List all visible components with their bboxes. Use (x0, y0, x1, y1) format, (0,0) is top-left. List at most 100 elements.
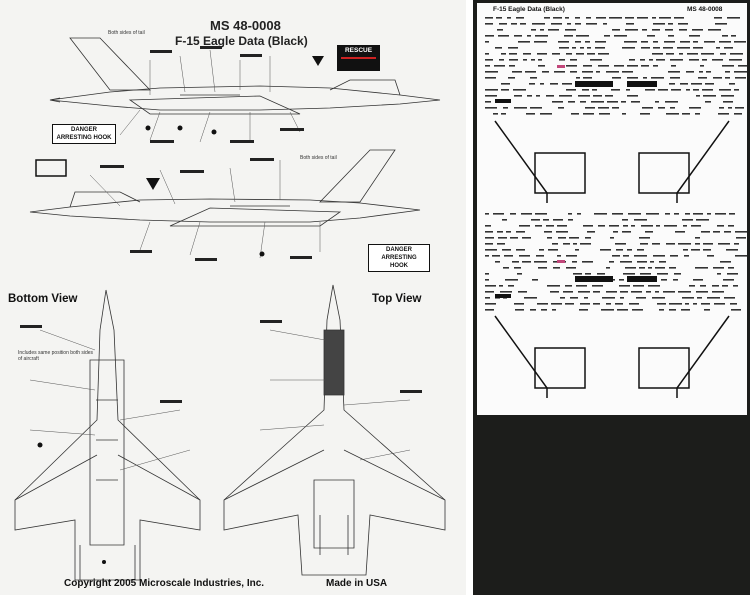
decal-stencil (552, 243, 558, 245)
decal-stencil (634, 219, 647, 221)
decal-stencil (648, 267, 652, 269)
decal-stencil (507, 17, 511, 19)
decal-stencil (647, 35, 655, 37)
decal-stencil (734, 71, 747, 73)
decal-stencil (693, 89, 699, 91)
decal-stencil (609, 225, 619, 227)
decal-stencil (501, 83, 510, 85)
decal-stencil (512, 261, 519, 263)
decal-stencil (572, 47, 576, 49)
decal-stencil (727, 273, 738, 275)
decal-stencil (649, 59, 653, 61)
decal-stencil (550, 83, 558, 85)
decal-stencil (502, 249, 511, 251)
decal-stencil (568, 219, 573, 221)
decal-stencil (701, 53, 714, 55)
arresting-hook-text: ARRESTING HOOK (381, 255, 417, 269)
decal-stencil (668, 71, 680, 73)
decal-stencil (666, 113, 679, 115)
decal-stencil (522, 237, 531, 239)
decal-stencil (607, 101, 618, 103)
decal-stencil (485, 273, 489, 275)
decal-stencil (565, 285, 572, 287)
decal-stencil (665, 101, 678, 103)
decal-stencil (659, 17, 671, 19)
decal-stencil (495, 261, 500, 263)
decal-stencil (580, 243, 591, 245)
decal-stencil (693, 303, 697, 305)
decal-stencil (576, 77, 580, 79)
decal-stencil (586, 17, 591, 19)
decal-stencil (509, 53, 517, 55)
decal-stencil (592, 285, 603, 287)
decal-stencil (513, 89, 526, 91)
decal-stencil (685, 213, 690, 215)
decal-stencil (612, 29, 620, 31)
decal-stencil (612, 213, 623, 215)
decal-stencil (682, 113, 690, 115)
decal-stencil (712, 285, 719, 287)
decal-stencil (485, 59, 493, 61)
decal-stencil (717, 273, 721, 275)
decal-stencil (655, 267, 665, 269)
decal-stencil (602, 297, 615, 299)
decal-stencil (633, 285, 644, 287)
decal-stencil (674, 17, 684, 19)
decal-stencil (566, 65, 577, 67)
decal-stencil (566, 89, 576, 91)
decal-stencil (583, 113, 594, 115)
decal-stencil (501, 53, 506, 55)
decal-stencil (575, 249, 579, 251)
decal-stencil (485, 71, 498, 73)
decal-stencil (536, 95, 540, 97)
decal-stencil (625, 29, 638, 31)
decal-stencil (655, 101, 659, 103)
decal-stencil (564, 35, 573, 37)
decal-stencil (652, 17, 656, 19)
decal-stencil (583, 225, 593, 227)
decal-stencil (631, 225, 635, 227)
decal-stencil (534, 41, 547, 43)
decal-stencil (515, 309, 524, 311)
decal-stencil (604, 35, 610, 37)
rescue-label: RESCUE (337, 45, 380, 71)
decal-stencil (516, 249, 525, 251)
decal-stencil (658, 107, 665, 109)
decal-stencil (640, 59, 645, 61)
decal-stencil (543, 219, 549, 221)
decal-stencil (580, 47, 584, 49)
decal-stencil (606, 71, 619, 73)
decal-stencil (522, 261, 531, 263)
decal-stencil (592, 89, 597, 91)
decal-stencil (721, 95, 734, 97)
decal-stencil (596, 71, 600, 73)
decal-stencil (503, 107, 508, 109)
decal-stencil (585, 107, 595, 109)
decal-stencil (485, 291, 494, 293)
decal-stencil (637, 249, 644, 251)
decal-stencil (729, 59, 742, 61)
decal-stencil (689, 285, 695, 287)
decal-stencil (717, 225, 724, 227)
decal-stencil (572, 261, 577, 263)
decal-stencil (670, 255, 678, 257)
decal-stencil (599, 113, 610, 115)
decal-stencil (541, 309, 547, 311)
decal-stencil (598, 225, 605, 227)
decal-stencil (508, 47, 518, 49)
decal-stencil (500, 291, 512, 293)
small-emblems (35, 56, 324, 190)
decal-stencil (591, 101, 604, 103)
decal-stencil (616, 249, 623, 251)
decal-stencil (518, 291, 527, 293)
decal-stencil (576, 285, 587, 287)
decal-stencil (674, 273, 681, 275)
decal-stencil (590, 59, 602, 61)
decal-stencil (558, 107, 564, 109)
decal-stencil (593, 95, 602, 97)
decal-stencil (524, 297, 537, 299)
decal-stencil (510, 237, 518, 239)
decal-stencil (619, 279, 624, 281)
decal-stencil (653, 65, 658, 67)
decal-stencil (707, 297, 720, 299)
